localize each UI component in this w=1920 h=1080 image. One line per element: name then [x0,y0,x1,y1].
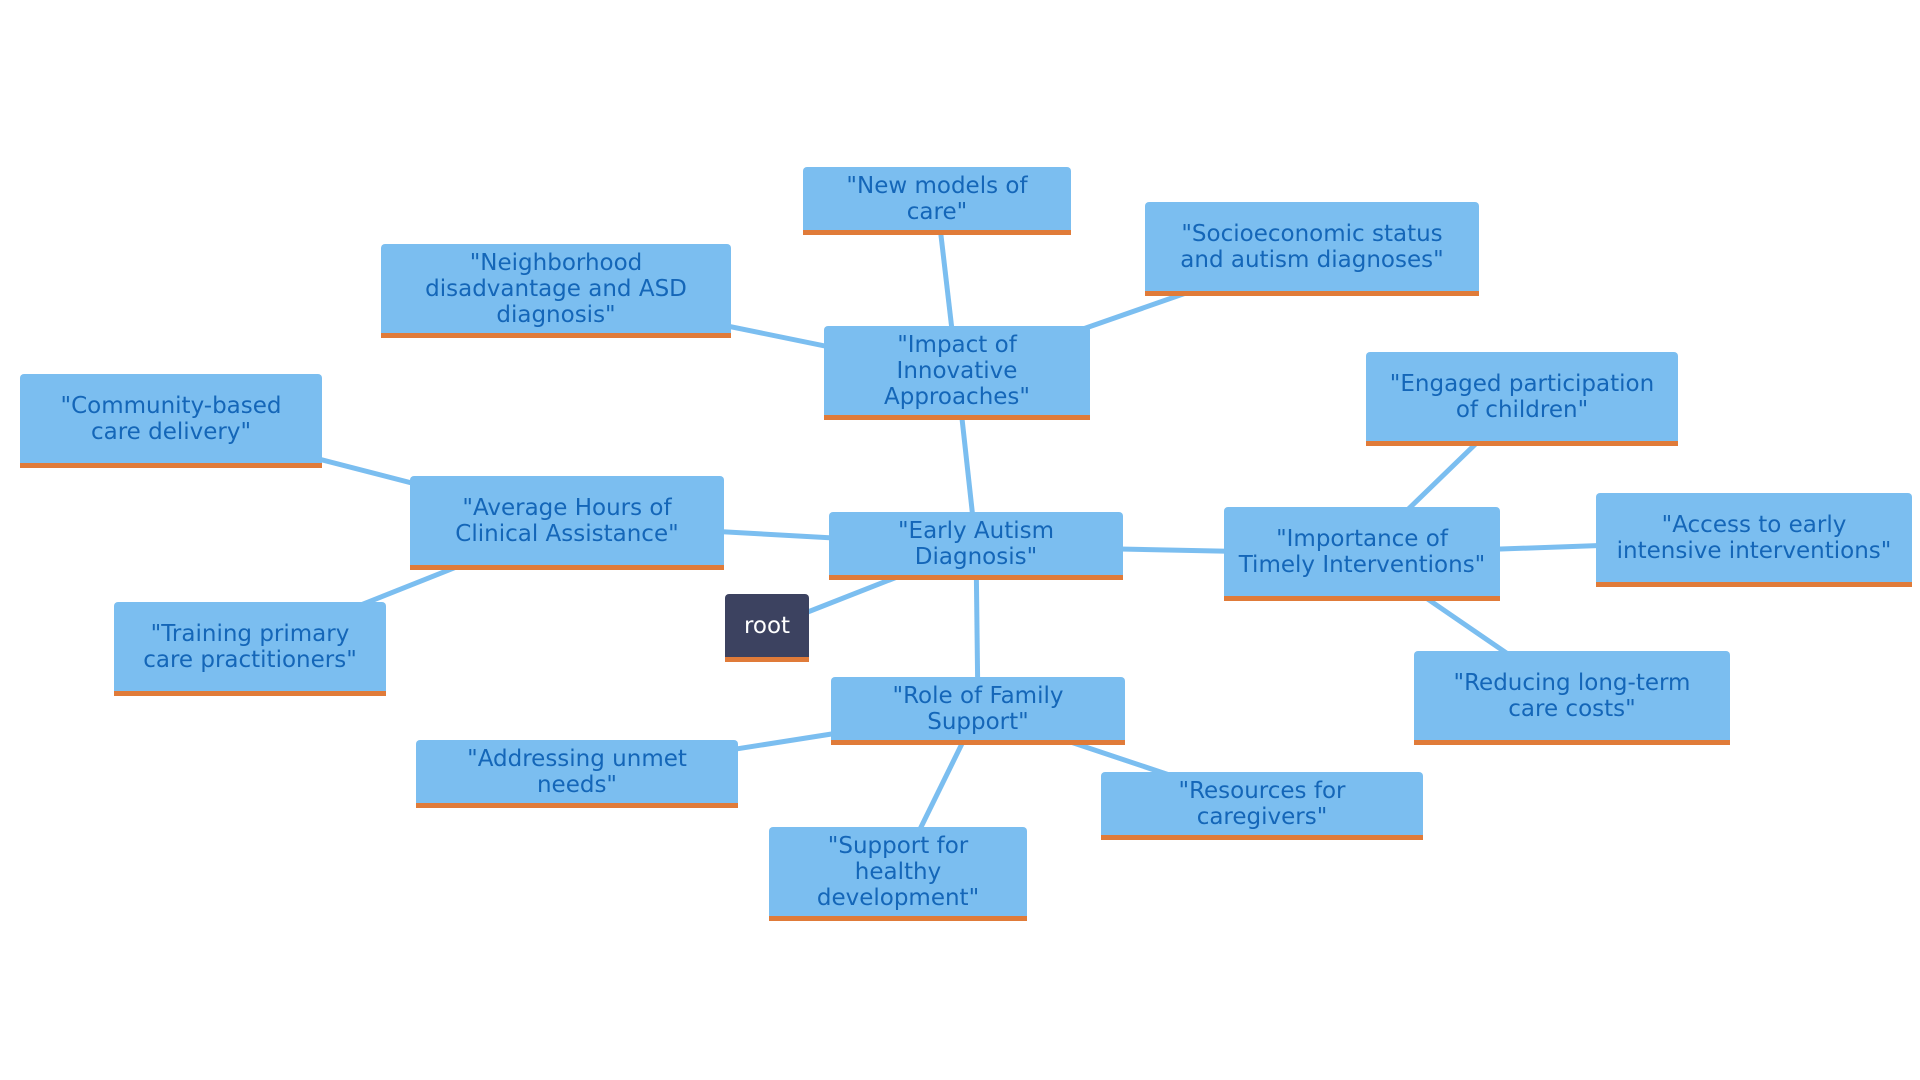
leaf-node-label: "Reducing long-term care costs" [1453,669,1691,722]
leaf-node-support-for-healthy-development: "Support for healthy development" [769,827,1027,921]
leaf-node-label: "Resources for caregivers" [1178,777,1346,830]
leaf-node-neighborhood-disadvantage: "Neighborhood disadvantage and ASD diagn… [381,244,731,338]
branch-node-impact-of-innovative-approaches: "Impact of Innovative Approaches" [824,326,1090,420]
leaf-node-socioeconomic-status: "Socioeconomic status and autism diagnos… [1145,202,1479,296]
branch-node-label: "Impact of Innovative Approaches" [884,331,1030,410]
leaf-node-label: "Neighborhood disadvantage and ASD diagn… [425,249,687,328]
center-node-early-autism-diagnosis: "Early Autism Diagnosis" [829,512,1123,580]
leaf-node-addressing-unmet-needs: "Addressing unmet needs" [416,740,738,808]
leaf-node-label: "Access to early intensive interventions… [1616,511,1892,564]
root-node: root [725,594,809,662]
branch-node-label: "Importance of Timely Interventions" [1238,525,1486,578]
leaf-node-label: "Socioeconomic status and autism diagnos… [1180,220,1444,273]
leaf-node-label: "Addressing unmet needs" [467,745,687,798]
branch-node-role-of-family-support: "Role of Family Support" [831,677,1125,745]
branch-node-label: "Role of Family Support" [892,682,1064,735]
leaf-node-resources-for-caregivers: "Resources for caregivers" [1101,772,1423,840]
leaf-node-label: "New models of care" [846,172,1028,225]
root-node-label: root [743,612,791,639]
leaf-node-new-models-of-care: "New models of care" [803,167,1071,235]
leaf-node-label: "Support for healthy development" [816,832,980,911]
branch-node-average-hours-of-clinical-assistance: "Average Hours of Clinical Assistance" [410,476,724,570]
leaf-node-label: "Training primary care practitioners" [143,620,357,673]
leaf-node-access-to-early-intensive-interventions: "Access to early intensive interventions… [1596,493,1912,587]
branch-node-importance-of-timely-interventions: "Importance of Timely Interventions" [1224,507,1500,601]
leaf-node-engaged-participation-of-children: "Engaged participation of children" [1366,352,1678,446]
leaf-node-training-primary-care-practitioners: "Training primary care practitioners" [114,602,386,696]
center-node-label: "Early Autism Diagnosis" [897,517,1055,570]
leaf-node-reducing-long-term-care-costs: "Reducing long-term care costs" [1414,651,1730,745]
branch-node-label: "Average Hours of Clinical Assistance" [455,494,679,547]
leaf-node-label: "Engaged participation of children" [1389,370,1655,423]
leaf-node-label: "Community-based care delivery" [60,392,282,445]
leaf-node-community-based-care-delivery: "Community-based care delivery" [20,374,322,468]
